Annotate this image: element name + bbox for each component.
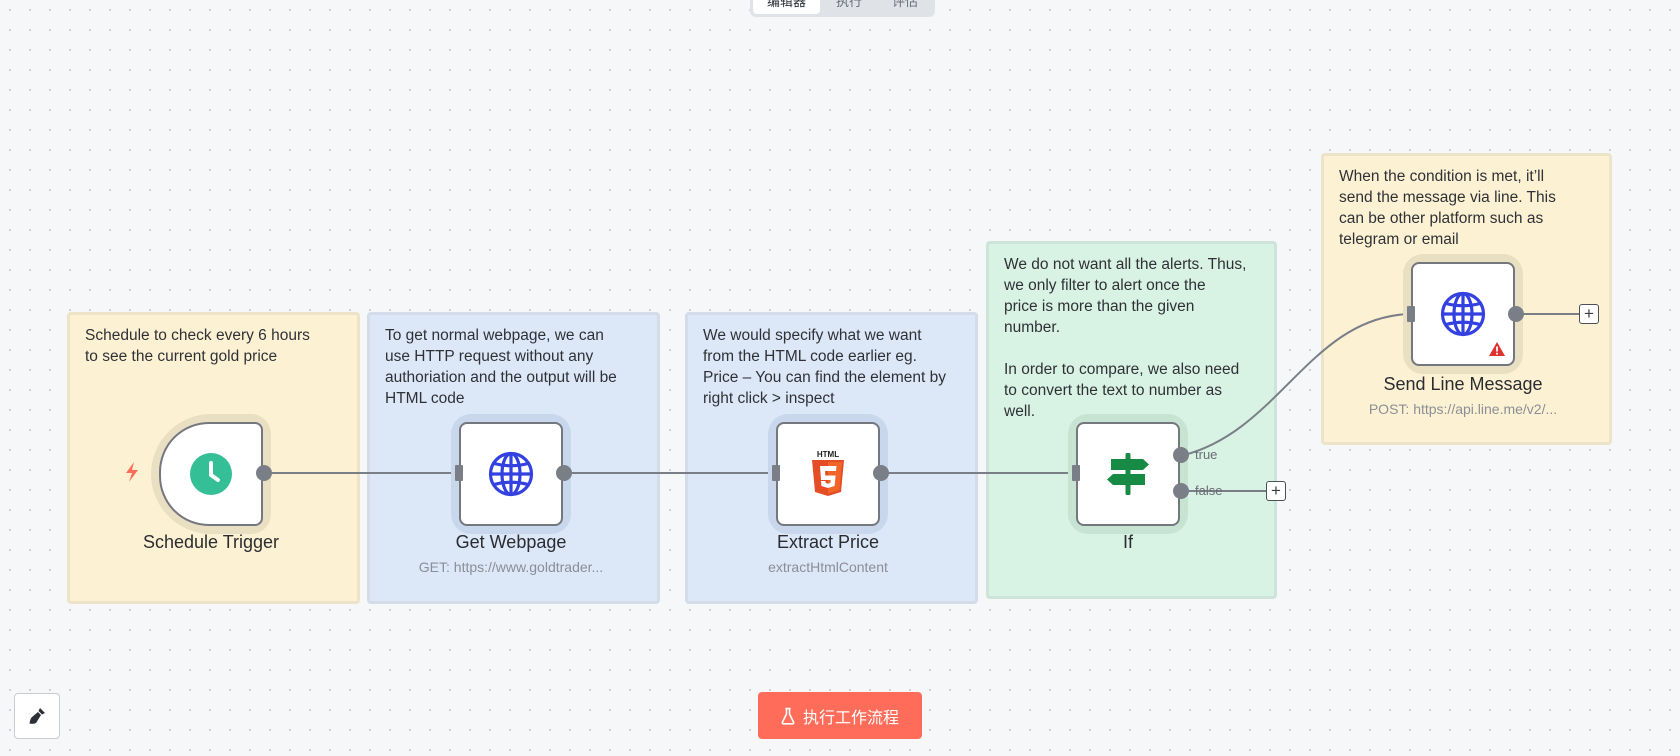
get-webpage-box <box>459 422 563 526</box>
connection-if-true-to-send <box>1183 313 1410 456</box>
extract-price-output-port[interactable] <box>873 465 889 481</box>
node-schedule-trigger[interactable] <box>151 414 271 534</box>
extract-price-title: Extract Price <box>776 532 880 552</box>
if-true-label: true <box>1195 447 1218 462</box>
globe-icon <box>488 451 534 497</box>
if-false-label: false <box>1195 483 1223 498</box>
if-title: If <box>1122 532 1133 552</box>
node-if[interactable] <box>1068 414 1188 534</box>
html5-icon: HTML <box>812 450 844 496</box>
sticky-note-schedule-text: Schedule to check every 6 hours to see t… <box>85 327 310 365</box>
extract-price-subtitle: extractHtmlContent <box>768 559 888 575</box>
clock-icon <box>190 453 232 495</box>
if-false-output-port[interactable] <box>1173 483 1189 499</box>
if-box <box>1076 422 1180 526</box>
sticky-note-extract-text: We would specify what we want from the H… <box>703 327 946 407</box>
extract-price-input-port[interactable] <box>772 465 780 481</box>
broom-icon <box>29 708 45 724</box>
sticky-note-send-text: When the condition is met, it’ll send th… <box>1339 168 1556 248</box>
send-line-message-output-port[interactable] <box>1508 306 1524 322</box>
schedule-trigger-box <box>159 422 263 526</box>
execute-workflow-button[interactable]: 执行工作流程 <box>758 692 922 739</box>
flask-icon <box>781 707 795 725</box>
sticky-note-filter-text: We do not want all the alerts. Thus, we … <box>1004 256 1247 420</box>
extract-price-box: HTML <box>776 422 880 526</box>
if-true-output-port[interactable] <box>1173 447 1189 463</box>
send-line-message-box <box>1411 262 1515 366</box>
tab-evaluations[interactable]: 评估 <box>892 0 919 9</box>
tab-executions[interactable]: 执行 <box>836 0 863 9</box>
send-line-message-add-node-button[interactable]: + <box>1579 304 1599 324</box>
node-send-line-message[interactable] <box>1403 254 1523 374</box>
execute-workflow-label: 执行工作流程 <box>802 709 899 727</box>
node-get-webpage[interactable] <box>451 414 571 534</box>
get-webpage-title: Get Webpage <box>455 532 567 552</box>
svg-text:HTML: HTML <box>817 450 839 459</box>
get-webpage-input-port[interactable] <box>455 465 463 481</box>
node-extract-price[interactable]: HTML <box>768 414 888 534</box>
schedule-trigger-output-port[interactable] <box>256 465 272 481</box>
schedule-trigger-title: Schedule Trigger <box>142 532 280 552</box>
tab-editor[interactable]: 编辑器 <box>753 0 821 14</box>
get-webpage-subtitle: GET: https://www.goldtrader... <box>418 559 604 575</box>
tidy-up-button[interactable] <box>14 693 60 739</box>
if-false-add-node-button[interactable]: + <box>1266 481 1286 501</box>
globe-icon <box>1440 291 1486 337</box>
get-webpage-output-port[interactable] <box>556 465 572 481</box>
send-line-message-title: Send Line Message <box>1383 374 1543 394</box>
signpost-icon <box>1107 453 1149 495</box>
if-input-port[interactable] <box>1072 465 1080 481</box>
send-line-message-input-port[interactable] <box>1407 306 1415 322</box>
view-tabs: 编辑器 执行 评估 <box>750 0 936 17</box>
warning-icon[interactable] <box>1488 341 1506 357</box>
send-line-message-subtitle: POST: https://api.line.me/v2/... <box>1368 401 1558 417</box>
sticky-note-webpage-text: To get normal webpage, we can use HTTP r… <box>385 327 617 407</box>
trigger-bolt-icon <box>126 462 138 482</box>
